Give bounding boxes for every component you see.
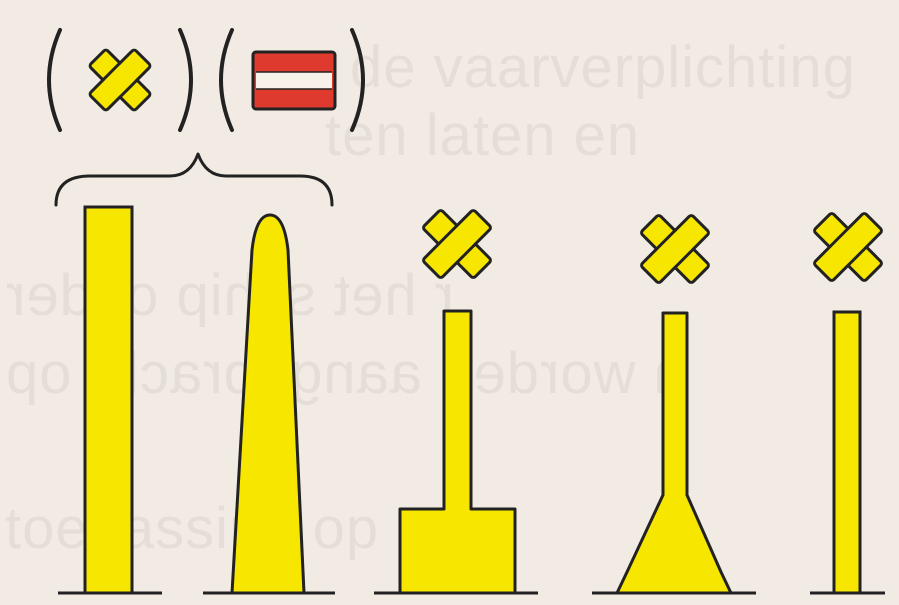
marker-thin-pole (810, 212, 885, 595)
topmark-cross-icon-3 (422, 209, 492, 279)
topmark-cross-icon-4 (640, 214, 710, 284)
left-paren-open (47, 28, 62, 132)
yellow-cross-icon (88, 48, 152, 112)
group-curly-brace (54, 152, 334, 207)
marker-pole-trapezoid-base (592, 214, 756, 595)
left-paren-close (178, 28, 193, 132)
marker-tapered-pillar (203, 213, 335, 595)
red-white-red-band-icon (251, 50, 337, 111)
right-paren-open (219, 28, 234, 132)
marker-pole-rectangular-base (374, 209, 538, 595)
marker-tall-rectangular-column (58, 205, 162, 595)
right-paren-close (350, 28, 365, 132)
bracket-group (47, 28, 365, 207)
topmark-cross-icon-5 (813, 212, 883, 282)
